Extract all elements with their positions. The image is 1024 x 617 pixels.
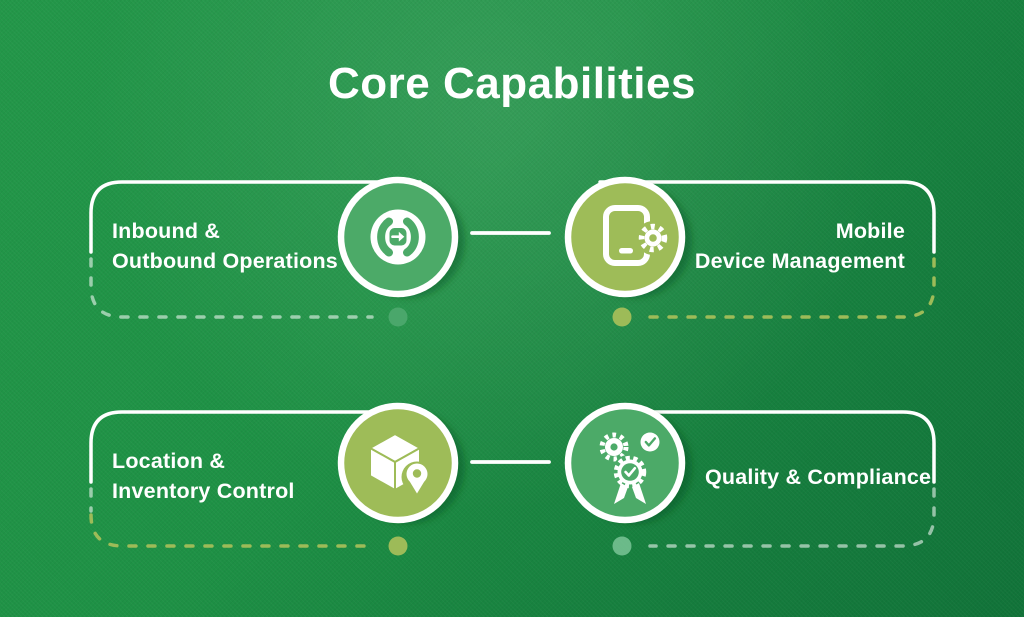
badge-mobile-device (564, 176, 692, 298)
transfer-arrows-icon (370, 209, 426, 265)
card-border-dashed (648, 487, 936, 548)
card-border-solid (598, 180, 936, 254)
card-label-inbound-outbound: Inbound & Outbound Operations (112, 216, 338, 276)
gear-award-check-icon (599, 432, 660, 504)
page-title: Core Capabilities (328, 59, 696, 108)
label-line: Quality & Compliance (705, 465, 932, 489)
card-location-inventory-border (89, 410, 422, 556)
badge-circle (564, 176, 686, 298)
cube-location-pin-icon (367, 432, 433, 494)
card-label-location-inventory: Location & Inventory Control (112, 446, 295, 506)
card-border-dashed (89, 257, 374, 319)
card-border-solid (598, 410, 936, 484)
badge-quality-compliance (564, 402, 692, 524)
label-line: Mobile (835, 219, 905, 243)
label-line: Inventory Control (112, 479, 295, 503)
label-line: Location & (112, 449, 226, 473)
smartphone-gear-icon (603, 205, 670, 266)
connector-dot (612, 307, 632, 327)
connector-dot (388, 307, 408, 327)
card-border-solid (89, 410, 422, 484)
label-line: Inbound & (112, 219, 221, 243)
card-border-solid (89, 180, 422, 254)
card-label-quality-compliance: Quality & Compliance (705, 462, 931, 492)
label-line: Device Management (694, 249, 905, 273)
card-quality-compliance-border (598, 410, 936, 556)
badge-location-inventory (337, 402, 465, 524)
card-label-mobile-device: Mobile Device Management (695, 216, 905, 276)
badge-inbound-outbound (337, 176, 465, 298)
card-mobile-device-border (598, 180, 936, 327)
card-inbound-outbound-border (89, 180, 422, 327)
connector-dot (612, 536, 632, 556)
card-border-dashed (648, 257, 936, 319)
label-line: Outbound Operations (112, 249, 338, 273)
connector-dot (388, 536, 408, 556)
card-border-dashed-bottom (89, 513, 374, 548)
